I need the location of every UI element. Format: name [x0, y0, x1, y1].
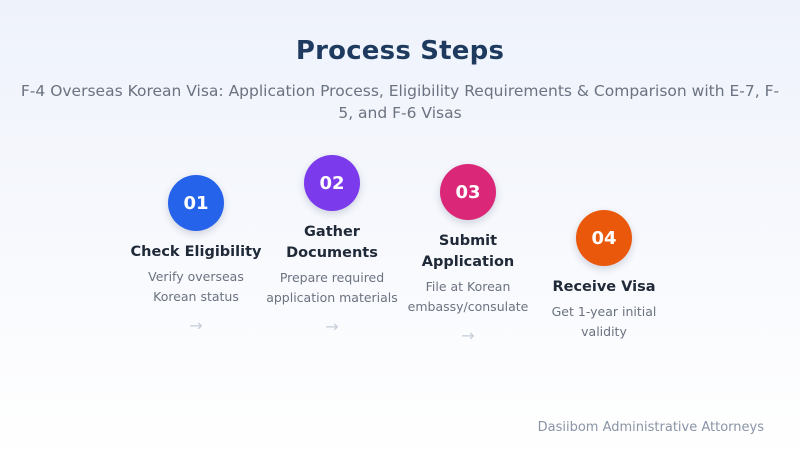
step-description: Get 1-year initial validity — [551, 304, 657, 339]
arrow-right-icon: → — [461, 326, 475, 345]
page-title: Process Steps — [295, 36, 505, 66]
footer-credit: Dasiibom Administrative Attorneys — [537, 420, 764, 435]
step-number-badge: 03 — [440, 164, 496, 220]
step-number-badge: 01 — [168, 175, 224, 231]
arrow-right-icon: → — [325, 317, 339, 336]
step-4: 04 Receive Visa Get 1-year initial valid… — [536, 210, 672, 342]
step-1: 01 Check Eligibility Verify overseas Kor… — [128, 175, 264, 335]
step-description: Prepare required application materials — [266, 270, 398, 305]
step-2: 02 Gather Documents Prepare required app… — [264, 155, 400, 336]
step-description: Verify overseas Korean status — [148, 269, 244, 304]
step-title: Receive Visa — [552, 279, 656, 295]
step-number-badge: 02 — [304, 155, 360, 211]
page-subtitle: F-4 Overseas Korean Visa: Application Pr… — [20, 82, 780, 122]
step-title: Gather Documents — [286, 224, 378, 261]
step-3: 03 Submit Application File at Korean emb… — [400, 164, 536, 345]
arrow-right-icon: → — [189, 316, 203, 335]
step-title: Check Eligibility — [130, 244, 262, 260]
step-description: File at Korean embassy/consulate — [407, 279, 529, 314]
step-number-badge: 04 — [576, 210, 632, 266]
step-title: Submit Application — [421, 233, 515, 270]
